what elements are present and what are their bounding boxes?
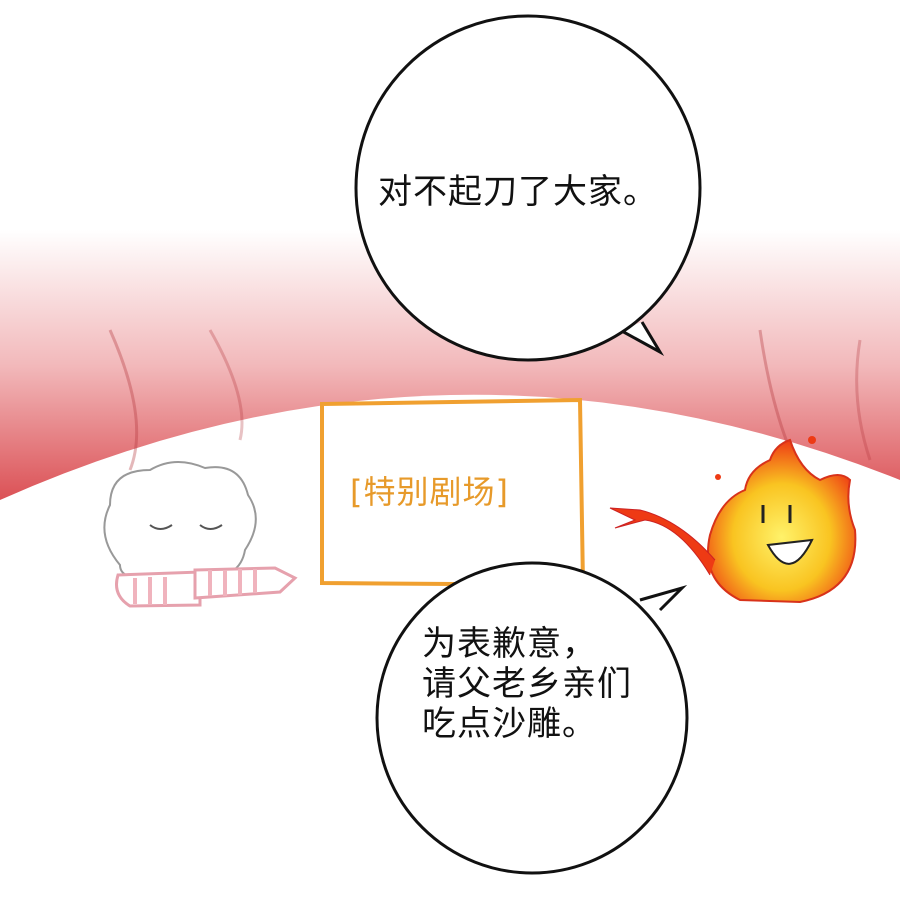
bottom-bubble-text: 为表歉意， 请父老乡亲们 吃点沙雕。	[422, 624, 632, 744]
bubble-line: 为表歉意，	[422, 624, 597, 664]
bubble-line: 吃点沙雕。	[422, 704, 597, 744]
fire-character	[609, 436, 857, 604]
bottom-speech-bubble	[375, 561, 689, 875]
cloud-character	[103, 461, 298, 608]
bubble-line: 请父老乡亲们	[422, 664, 632, 704]
top-bubble-text: 对不起刀了大家。	[378, 172, 658, 212]
top-speech-bubble	[354, 14, 702, 362]
special-theater-title: [特别剧场]	[350, 473, 509, 511]
